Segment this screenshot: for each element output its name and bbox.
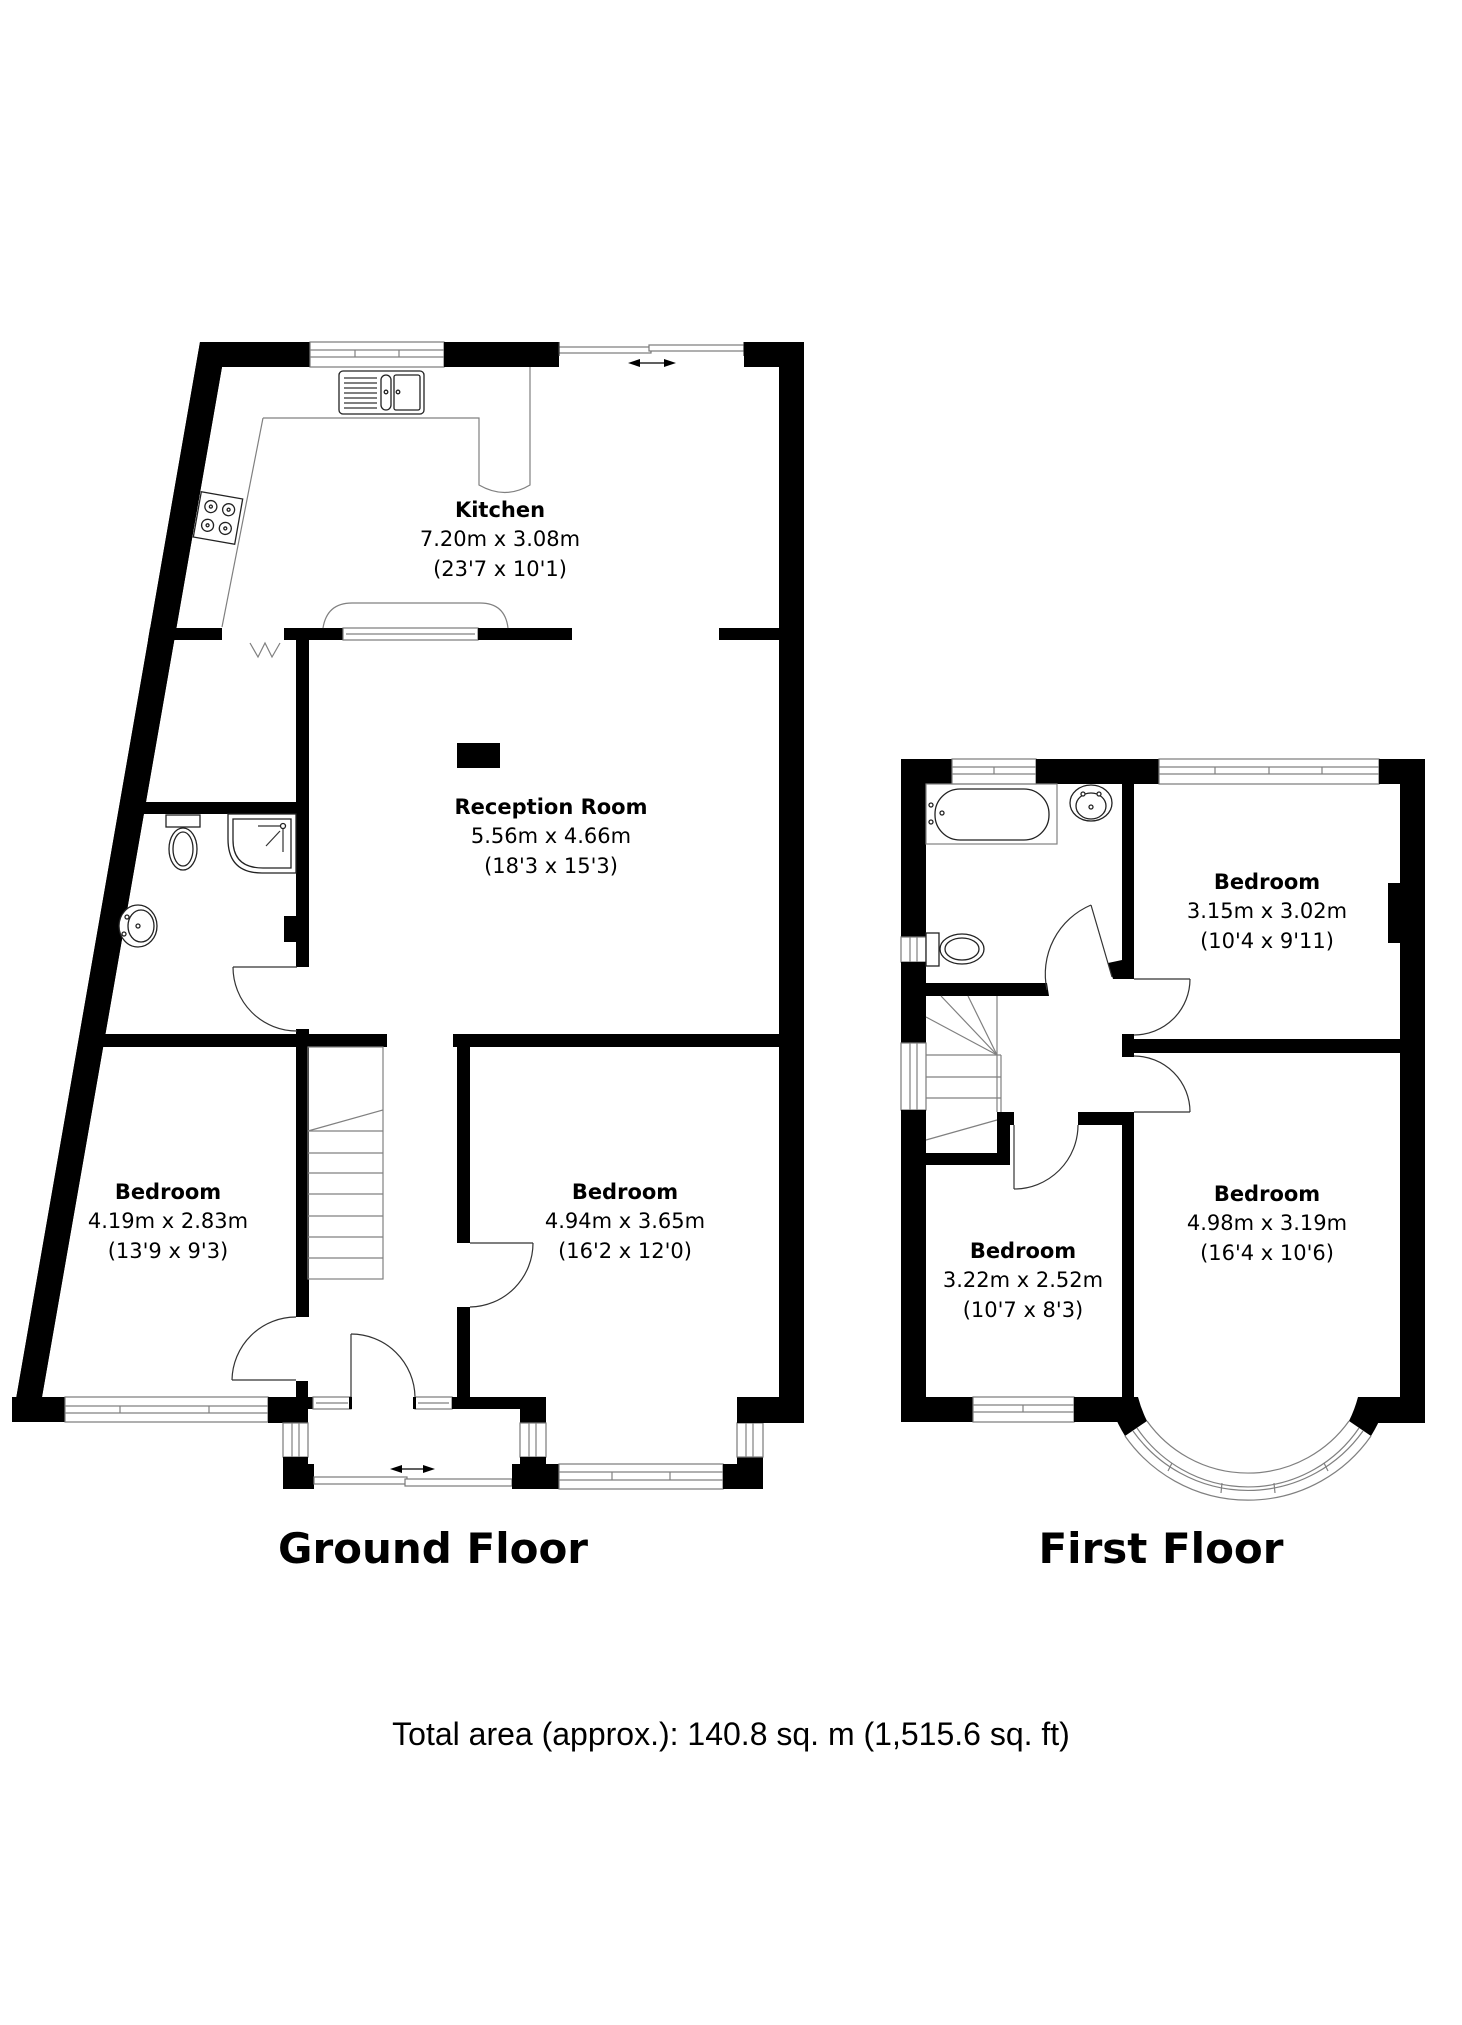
svg-text:(18'3 x 15'3): (18'3 x 15'3) — [484, 854, 618, 878]
bedroom-small-door — [1013, 1124, 1079, 1190]
bedroom-small-window — [972, 1396, 1075, 1423]
kitchen-window — [309, 341, 445, 368]
room-label-bedroom-small: Bedroom 3.22m x 2.52m (10'7 x 8'3) — [943, 1239, 1103, 1322]
room-label-bedroom-bay: Bedroom 4.98m x 3.19m (16'4 x 10'6) — [1187, 1182, 1347, 1265]
bay-window-icon — [1113, 1397, 1383, 1501]
top-wall-left — [200, 342, 310, 367]
total-area-text: Total area (approx.): 140.8 sq. m (1,515… — [392, 1716, 1070, 1752]
bath-icon — [925, 783, 1058, 845]
room-label-bedroom-right: Bedroom 4.94m x 3.65m (16'2 x 12'0) — [545, 1180, 705, 1263]
svg-text:4.94m x 3.65m: 4.94m x 3.65m — [545, 1209, 705, 1233]
bathroom-door — [1044, 904, 1113, 991]
bathroom-window — [951, 758, 1037, 785]
front-door — [350, 1333, 416, 1398]
porch-side-window-left — [282, 1422, 309, 1458]
svg-text:Bedroom: Bedroom — [1214, 870, 1320, 894]
room-label-bedroom-left: Bedroom 4.19m x 2.83m (13'9 x 9'3) — [88, 1180, 248, 1263]
ground-floor-plan: Kitchen 7.20m x 3.08m (23'7 x 10'1) Rece… — [12, 341, 804, 1573]
svg-text:(10'7 x 8'3): (10'7 x 8'3) — [963, 1298, 1084, 1322]
svg-text:(16'4 x 10'6): (16'4 x 10'6) — [1200, 1241, 1334, 1265]
bay-front-window — [558, 1463, 724, 1490]
bay-side-window-right — [736, 1422, 764, 1458]
svg-text:3.15m x 3.02m: 3.15m x 3.02m — [1187, 899, 1347, 923]
stairs-icon — [307, 1046, 384, 1280]
bedroom-front-window — [1158, 758, 1380, 785]
bedroom-lower-right-door — [1133, 1055, 1191, 1113]
svg-text:Bedroom: Bedroom — [115, 1180, 221, 1204]
toilet-icon — [165, 814, 201, 871]
first-floor-title: First Floor — [1038, 1524, 1283, 1573]
room-label-kitchen: Kitchen 7.20m x 3.08m (23'7 x 10'1) — [420, 498, 580, 581]
svg-text:(16'2 x 12'0): (16'2 x 12'0) — [558, 1239, 692, 1263]
svg-text:Bedroom: Bedroom — [1214, 1182, 1320, 1206]
porch-inner-window-right — [414, 1396, 453, 1410]
folding-door-icon — [249, 641, 281, 659]
right-outer-wall — [779, 342, 804, 1423]
bedroom-left-window — [64, 1396, 269, 1423]
svg-text:5.56m x 4.66m: 5.56m x 4.66m — [471, 824, 631, 848]
stair-side-window — [900, 1042, 927, 1111]
bedroom-upper-door — [1133, 978, 1191, 1036]
svg-text:4.19m x 2.83m: 4.19m x 2.83m — [88, 1209, 248, 1233]
bay-side-window-left — [519, 1422, 547, 1458]
basin-icon-first-floor — [1069, 784, 1113, 822]
room-label-reception: Reception Room 5.56m x 4.66m (18'3 x 15'… — [455, 795, 648, 878]
svg-text:(13'9 x 9'3): (13'9 x 9'3) — [108, 1239, 229, 1263]
svg-text:Bedroom: Bedroom — [970, 1239, 1076, 1263]
svg-text:7.20m x 3.08m: 7.20m x 3.08m — [420, 527, 580, 551]
kitchen-counter-outline — [221, 367, 531, 628]
toilet-icon-first-floor — [925, 932, 985, 967]
svg-text:(10'4 x 9'11): (10'4 x 9'11) — [1200, 929, 1334, 953]
svg-text:(23'7 x 10'1): (23'7 x 10'1) — [433, 557, 567, 581]
serving-hatch-window — [342, 627, 479, 641]
bedroom-left-door — [231, 1316, 297, 1381]
sink-icon — [338, 370, 425, 415]
svg-text:Kitchen: Kitchen — [455, 498, 545, 522]
hob-icon — [192, 490, 244, 546]
sliding-door-arrow-icon — [628, 359, 676, 367]
svg-text:3.22m x 2.52m: 3.22m x 2.52m — [943, 1268, 1103, 1292]
breakfast-bar-outline — [322, 602, 509, 629]
stairs-icon-first-floor — [925, 995, 1002, 1141]
porch-inner-window-left — [312, 1396, 352, 1410]
chimney-breast — [457, 743, 500, 768]
porch-arrow-icon — [390, 1465, 435, 1473]
svg-text:4.98m x 3.19m: 4.98m x 3.19m — [1187, 1211, 1347, 1235]
wc-door — [232, 966, 298, 1032]
chimney-breast-first-floor — [1388, 883, 1400, 943]
bathroom-side-window — [900, 936, 927, 963]
svg-text:Reception Room: Reception Room — [455, 795, 648, 819]
shower-icon — [227, 813, 297, 874]
room-label-bedroom-front: Bedroom 3.15m x 3.02m (10'4 x 9'11) — [1187, 870, 1347, 953]
bedroom-right-door — [469, 1242, 534, 1308]
ground-floor-title: Ground Floor — [278, 1524, 588, 1573]
basin-icon — [118, 904, 158, 948]
first-floor-plan: Bedroom 3.15m x 3.02m (10'4 x 9'11) Bedr… — [900, 758, 1425, 1573]
svg-text:Bedroom: Bedroom — [572, 1180, 678, 1204]
